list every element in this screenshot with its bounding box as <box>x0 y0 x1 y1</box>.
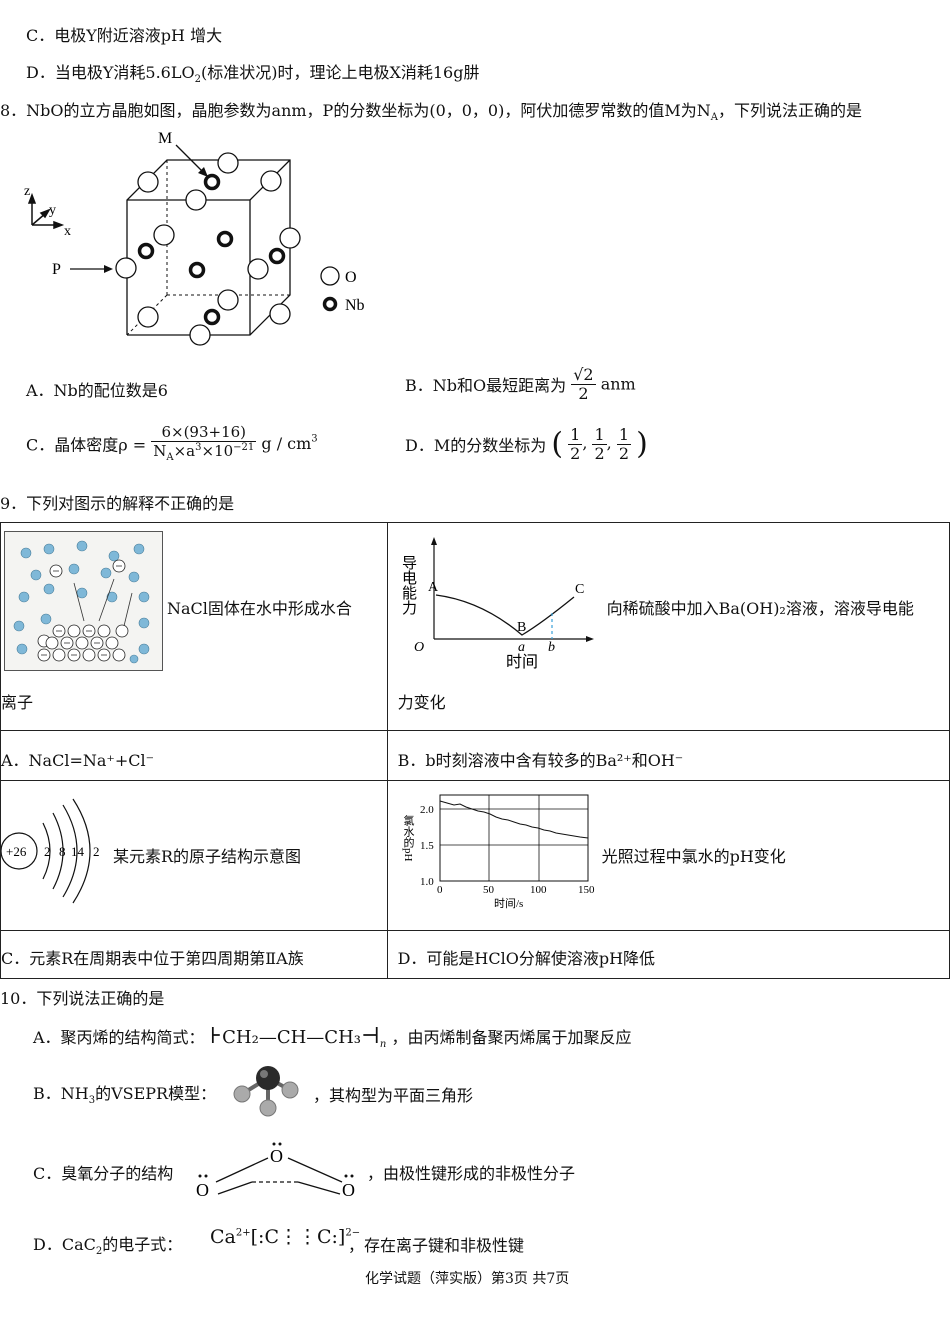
arrow-m <box>175 144 205 174</box>
q9-stem: 9．下列对图示的解释不正确的是 <box>0 494 235 513</box>
legend-o-icon <box>320 266 340 286</box>
q9-cell-image-3: +26 2 8 14 2 某元素R的原子结构示意图 <box>0 780 388 931</box>
legend-nb-label: Nb <box>345 297 365 314</box>
q9-option-b-cell: B．b时刻溶液中含有较多的Ba²⁺和OH⁻ <box>386 730 950 781</box>
q9-option-c-cell: C．元素R在周期表中位于第四周期第ⅡA族 <box>0 930 388 979</box>
ph-ytick-1: 1.0 <box>420 876 434 888</box>
q10-option-c-cont: ，由极性键形成的非极性分子 <box>367 1164 576 1183</box>
ozone-structure-diagram: O O O <box>196 1142 355 1200</box>
q9-image-1-caption-cont: 离子 <box>1 693 34 712</box>
q7-option-c: C．电极Y附近溶液pH 增大 <box>26 26 223 45</box>
q9-image-4-caption: 光照过程中氯水的pH变化 <box>601 847 786 866</box>
q9-image-2-caption-cont: 力变化 <box>397 693 446 712</box>
cac2-electron-formula: Ca2+[:C⋮⋮C:]2− <box>210 1226 361 1248</box>
q7-option-d: D．当电极Y消耗5.6LO2(标准状况)时，理论上电极X消耗16g肼 <box>26 63 480 86</box>
q10-option-d: D．CaC2的电子式： <box>33 1235 183 1258</box>
q9-option-d-cell: D．可能是HClO分解使溶液pH降低 <box>386 930 950 979</box>
conductivity-chart: 导电能力 A B C O a b 时间 <box>402 537 594 671</box>
shell-2: 8 <box>59 844 66 859</box>
nucleus-charge: +26 <box>6 844 27 859</box>
shell-4: 2 <box>93 844 100 859</box>
axis-y-label: y <box>49 203 56 218</box>
q9-option-d: D．可能是HClO分解使溶液pH降低 <box>397 949 656 968</box>
atom-structure-diagram: +26 2 8 14 2 <box>1 798 100 904</box>
ph-chart: 2.0 1.5 1.0 0 50 100 150 氯水的pH 时间/s <box>402 794 595 910</box>
label-m: M <box>158 130 172 147</box>
point-b-label: B <box>517 620 526 635</box>
label-p: P <box>52 261 61 278</box>
q9-option-c: C．元素R在周期表中位于第四周期第ⅡA族 <box>1 949 304 968</box>
q10-stem: 10．下列说法正确的是 <box>0 989 165 1008</box>
ph-xtick-50: 50 <box>483 884 495 896</box>
origin-label: O <box>414 640 424 655</box>
q10-option-c: C．臭氧分子的结构 <box>33 1164 174 1183</box>
q10-option-b: B．NH3的VSEPR模型： <box>33 1084 217 1107</box>
ph-xtick-150: 150 <box>578 884 595 896</box>
ozone-o-right: O <box>342 1180 355 1200</box>
q9-cell-image-2: 导电能力 A B C O a b 时间 向稀硫酸中加入Ba(OH)₂溶液，溶液导… <box>386 522 950 731</box>
q10-option-d-cont: ，存在离子键和非极性键 <box>348 1236 525 1255</box>
page-footer: 化学试题（萍实版）第3页 共7页 <box>365 1271 570 1287</box>
q9-option-a: A．NaCl=Na⁺+Cl⁻ <box>1 751 155 770</box>
nacl-hydration-image <box>4 531 163 671</box>
q9-image-3-caption: 某元素R的原子结构示意图 <box>113 847 302 866</box>
q9-option-a-cell: A．NaCl=Na⁺+Cl⁻ <box>0 730 388 781</box>
ozone-o-left: O <box>196 1180 209 1200</box>
ph-xtick-0: 0 <box>437 884 443 896</box>
bracket-right-icon: ⊣ <box>360 1024 380 1049</box>
conductivity-curve <box>435 594 574 636</box>
point-a-label: A <box>428 580 439 595</box>
ozone-o-top: O <box>270 1146 283 1166</box>
bracket-left-icon: ⊦ <box>209 1024 223 1049</box>
shell-1: 2 <box>44 844 51 859</box>
legend-nb-icon <box>322 296 338 312</box>
q10-option-a: A．聚丙烯的结构简式： ⊦CH₂—CH—CH₃⊣n ，由丙烯制备聚丙烯属于加聚反… <box>33 1024 632 1051</box>
q8-stem: 8．NbO的立方晶胞如图，晶胞参数为anm，P的分数坐标为(0，0，0)，阿伏加… <box>0 101 862 124</box>
ph-curve <box>439 800 588 839</box>
ph-xlabel: 时间/s <box>494 897 523 910</box>
q8-option-c: C．晶体密度ρ = 6×(93+16)NA×a3×10−21 g / cm3 <box>26 423 318 463</box>
q9-cell-image-1: NaCl固体在水中形成水合 离子 <box>0 522 388 731</box>
q9-image-2-caption: 向稀硫酸中加入Ba(OH)₂溶液，溶液导电能 <box>606 599 914 618</box>
q9-image-1-caption: NaCl固体在水中形成水合 <box>167 599 352 618</box>
axis-icon <box>27 192 65 230</box>
oxygen-atoms <box>115 152 301 346</box>
point-c-label: C <box>575 582 584 597</box>
axis-z-label: z <box>24 184 30 199</box>
ph-xtick-100: 100 <box>530 884 547 896</box>
q9-table: NaCl固体在水中形成水合 离子 导电能力 A B C O a b 时间 向稀硫… <box>0 522 950 979</box>
ph-ytick-15: 1.5 <box>420 840 434 852</box>
nh3-vsepr-model-image <box>233 1066 299 1117</box>
legend-o-label: O <box>345 269 357 286</box>
ph-ylabel: 氯水的pH <box>402 814 415 862</box>
tick-b-label: b <box>548 640 555 655</box>
q9-cell-image-4: 2.0 1.5 1.0 0 50 100 150 氯水的pH 时间/s 光照过程… <box>386 780 950 931</box>
niobium-atoms <box>137 173 286 326</box>
ph-ytick-2: 2.0 <box>420 804 434 816</box>
q9-option-b: B．b时刻溶液中含有较多的Ba²⁺和OH⁻ <box>397 751 684 770</box>
nbo-unit-cell-figure: z y x M P <box>24 130 365 346</box>
tick-a-label: a <box>518 640 525 655</box>
axis-x-label: x <box>64 224 71 239</box>
conductivity-xlabel: 时间 <box>506 653 538 671</box>
q10-option-b-cont: ，其构型为平面三角形 <box>313 1086 474 1105</box>
shell-3: 14 <box>71 844 85 859</box>
conductivity-ylabel: 导电能力 <box>402 555 417 616</box>
q8-option-a: A．Nb的配位数是6 <box>26 381 168 400</box>
